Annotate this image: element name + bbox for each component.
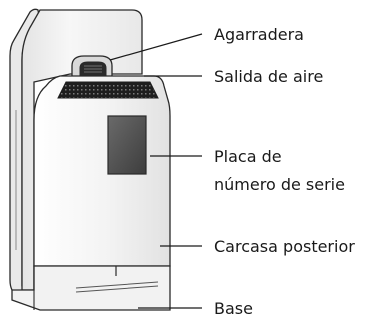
base-unit <box>11 265 171 311</box>
air-outlet-vent <box>57 81 159 99</box>
handle-icon <box>71 55 113 76</box>
label-base: Base <box>214 299 253 318</box>
leader-line-handle <box>109 33 203 61</box>
front-housing <box>33 75 171 267</box>
label-serial-plate-line2: número de serie <box>214 175 345 194</box>
label-serial-plate-line1: Placa de <box>214 147 282 166</box>
serial-number-plate <box>107 115 147 175</box>
label-handle: Agarradera <box>214 25 304 44</box>
label-rear-housing: Carcasa posterior <box>214 237 355 256</box>
base-slot <box>75 281 159 293</box>
label-air-outlet: Salida de aire <box>214 67 323 86</box>
